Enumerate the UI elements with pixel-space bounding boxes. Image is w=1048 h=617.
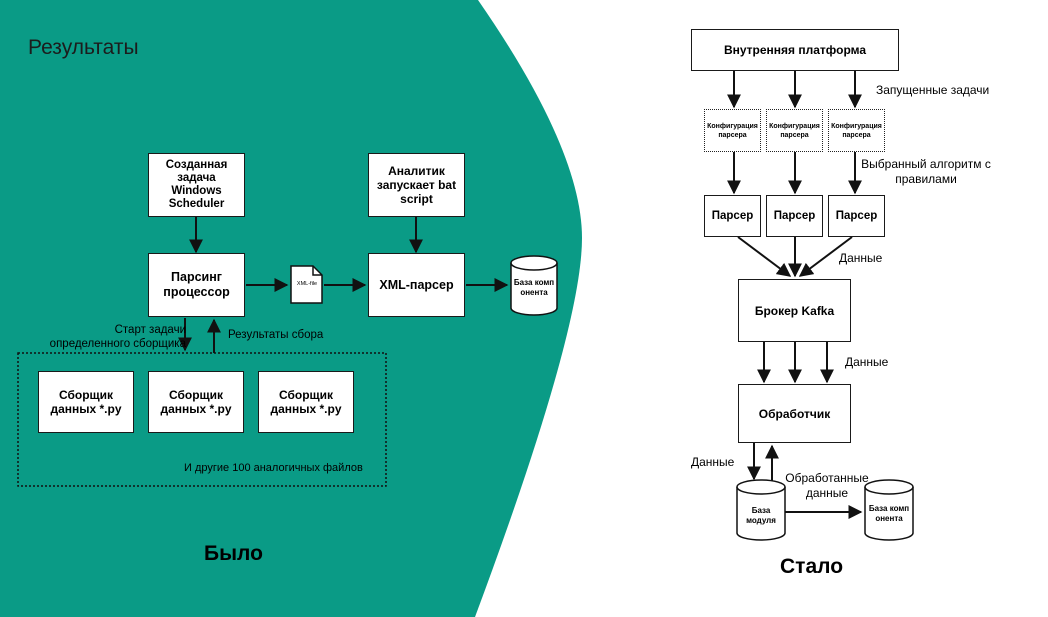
db-before-label: База компонента <box>513 278 555 297</box>
other-files-label: И другие 100 аналогичных файлов <box>184 462 363 474</box>
parser-label: Парсер <box>835 210 878 222</box>
handler-box: Обработчик <box>738 384 851 443</box>
teal-panel <box>0 0 582 617</box>
parser-box-3: Парсер <box>828 195 885 237</box>
algorithm-label: Выбранный алгоритм с правилами <box>861 157 991 186</box>
config-label: Конфигурация парсера <box>831 122 882 139</box>
start-task-label: Старт задачи определенного сборщика <box>49 324 186 350</box>
data-label-3: Данные <box>691 455 735 469</box>
scheduler-task-label: Созданная задача Windows Scheduler <box>165 159 228 210</box>
config-label: Конфигурация парсера <box>769 122 820 139</box>
broker-label: Брокер Kafka <box>754 303 835 318</box>
platform-box: Внутренняя платформа <box>691 29 899 71</box>
after-caption: Стало <box>780 555 844 578</box>
config-box-2: Конфигурация парсера <box>766 109 823 152</box>
collector-box-1: Сборщик данных *.py <box>38 371 134 433</box>
handler-label: Обработчик <box>758 406 831 421</box>
db-cylinder-component <box>864 479 914 541</box>
module-db-label: База модуля <box>746 506 776 525</box>
config-label: Конфигурация парсера <box>707 122 758 139</box>
parsing-processor-box: Парсинг процессор <box>148 253 245 317</box>
xml-file-label: XML-file <box>296 281 318 287</box>
collector-label: Сборщик данных *.py <box>270 388 342 416</box>
collectors-container <box>17 352 387 487</box>
xml-parser-label: XML-парсер <box>379 278 454 292</box>
parser-label: Парсер <box>773 210 816 222</box>
file-icon <box>290 265 323 304</box>
platform-label: Внутренняя платформа <box>723 43 867 57</box>
config-box-3: Конфигурация парсера <box>828 109 885 152</box>
analyst-box: Аналитик запускает bat script <box>368 153 465 217</box>
processed-data-label: Обработанные данные <box>785 471 869 500</box>
parser-box-2: Парсер <box>766 195 823 237</box>
config-box-1: Конфигурация парсера <box>704 109 761 152</box>
component-db-label: База компонента <box>868 504 910 523</box>
scheduler-task-box: Созданная задача Windows Scheduler <box>148 153 245 217</box>
collector-box-2: Сборщик данных *.py <box>148 371 244 433</box>
broker-box: Брокер Kafka <box>738 279 851 342</box>
analyst-label: Аналитик запускает bat script <box>376 164 457 206</box>
xml-parser-box: XML-парсер <box>368 253 465 317</box>
parser-label: Парсер <box>711 210 754 222</box>
collect-results-label: Результаты сбора <box>228 329 324 341</box>
parsing-processor-label: Парсинг процессор <box>163 270 230 299</box>
launched-tasks-label: Запущенные задачи <box>876 83 990 97</box>
db-cylinder-before <box>510 255 558 316</box>
collector-label: Сборщик данных *.py <box>50 388 122 416</box>
arrow-parser-3-to-broker <box>798 236 853 277</box>
slide-title: Результаты <box>28 36 139 59</box>
parser-box-1: Парсер <box>704 195 761 237</box>
data-label-1: Данные <box>839 251 883 265</box>
collector-label: Сборщик данных *.py <box>160 388 232 416</box>
data-label-2: Данные <box>845 355 889 369</box>
collector-box-3: Сборщик данных *.py <box>258 371 354 433</box>
arrow-parser-1-to-broker <box>737 236 792 277</box>
db-cylinder-module <box>736 479 786 541</box>
before-caption: Было <box>204 542 263 565</box>
